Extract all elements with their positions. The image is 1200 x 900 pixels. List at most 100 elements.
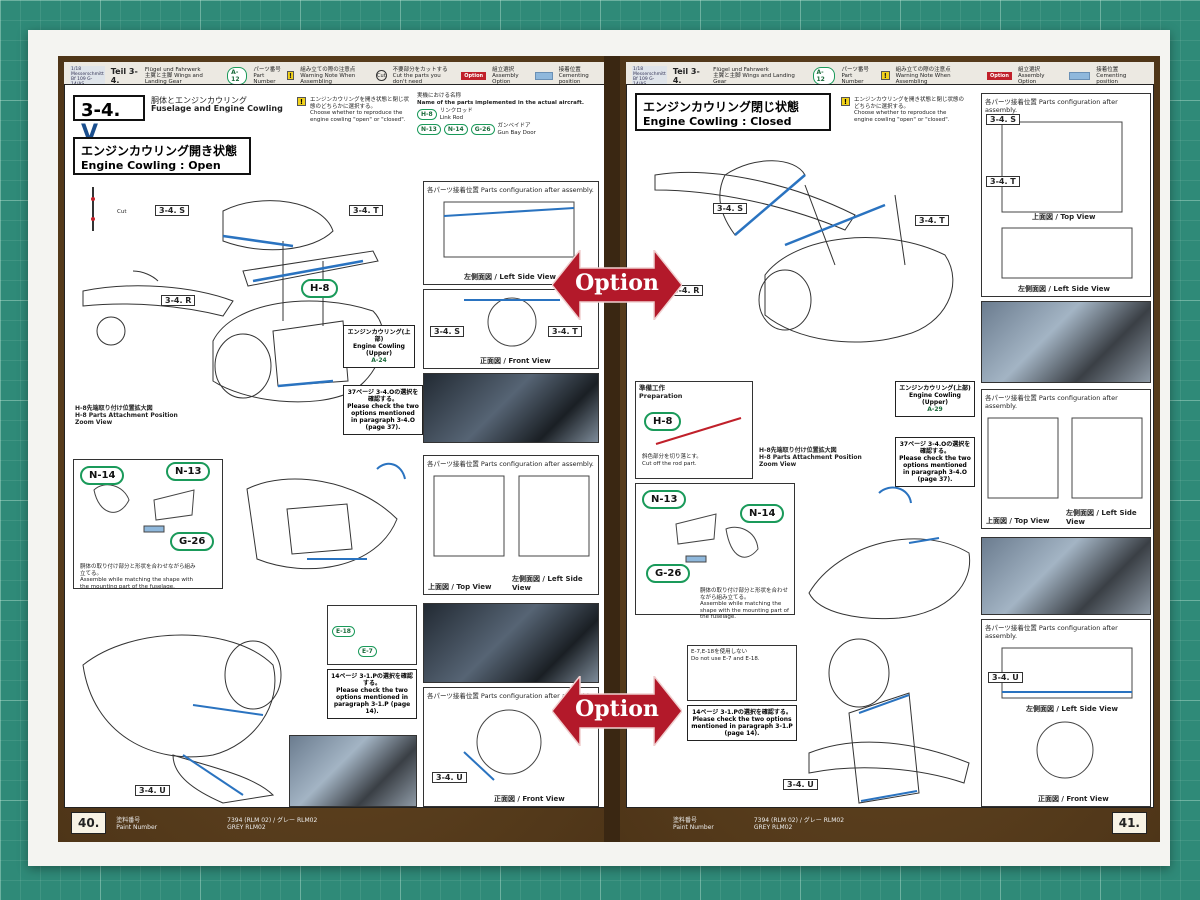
e-note-jp: E-7,E-18を使用しない xyxy=(691,649,748,655)
title-en: Engine Cowling : Open xyxy=(81,159,221,172)
legend-cement-en: Cementing position xyxy=(1096,72,1127,85)
wing-outline xyxy=(808,741,970,784)
title-en: Engine Cowling : Closed xyxy=(643,115,792,128)
legend-option-jp: 組立選択 xyxy=(492,66,515,73)
front-ring xyxy=(487,297,537,347)
fuselage-outline xyxy=(764,237,954,343)
h8-zoom-en: H-8 Parts Attachment Position Zoom View xyxy=(75,412,178,426)
note14-jp: 14ページ 3-1.Pの選択を確認する。 xyxy=(331,673,413,687)
name-h8-jp: リンクロッド xyxy=(439,108,473,114)
config-top-side-panel: 各パーツ接着位置 Parts configuration after assem… xyxy=(423,455,599,595)
note14-jp: 14ページ 3-1.Pの選択を確認する。 xyxy=(692,709,792,716)
part-a29: A-29 xyxy=(927,406,943,413)
part-number-icon: A-12 xyxy=(812,66,836,85)
callout-g26: G-26 xyxy=(170,532,215,551)
lower-cowl-part xyxy=(848,692,920,804)
leader-line xyxy=(804,184,836,266)
choose-en: Choose whether to reproduce the engine c… xyxy=(854,110,950,123)
cement-line xyxy=(277,379,334,388)
option-label-top: Option xyxy=(575,270,659,296)
note14-en: Please check the two options mentioned i… xyxy=(333,687,411,715)
cement-line xyxy=(182,754,244,796)
legend-cement-jp: 接着位置 xyxy=(1096,66,1119,73)
name-h8-code: H-8 xyxy=(417,109,437,120)
top-view-box xyxy=(987,417,1059,499)
cowling-closed-title: エンジンカウリング閉じ状態 Engine Cowling : Closed xyxy=(635,93,831,131)
name-gun-jp: ガンベイドア xyxy=(497,123,531,129)
choose-jp: エンジンカウリングを開き状態と閉じ状態のどちらかに選択する。 xyxy=(310,97,410,110)
front-sketch xyxy=(464,297,560,347)
h8-zoom-jp: H-8先端取り付け位置拡大図 xyxy=(75,405,153,412)
cowling-open-drawing xyxy=(82,187,384,403)
cowling-closed-drawing xyxy=(654,160,954,343)
lower-cowl-part xyxy=(172,754,275,804)
h8-zoom-caption: H-8先端取り付け位置拡大図 H-8 Parts Attachment Posi… xyxy=(759,445,869,468)
legend-warn-jp: 組み立ての際の注意点 xyxy=(895,66,951,73)
teil-label: Teil 3-4. xyxy=(110,66,138,85)
right-page: 1/18 Messerschmitt Bf 109 G-14/AS Teil 3… xyxy=(620,56,1160,842)
option-arrow-bottom: Option xyxy=(551,673,683,749)
choose-note: ! エンジンカウリングを開き状態と閉じ状態のどちらかに選択する。 Choose … xyxy=(841,97,964,123)
cement-icon xyxy=(534,71,553,80)
legend-option-en: Assembly Option xyxy=(492,72,519,85)
label-step-s: 3-4. S xyxy=(713,203,748,214)
paint-jp: 塗料番号 xyxy=(116,817,141,824)
cement-line xyxy=(878,486,912,504)
names-title-en: Name of the parts implemented in the act… xyxy=(417,99,584,106)
right-page-content: エンジンカウリング閉じ状態 Engine Cowling : Closed ! … xyxy=(626,84,1154,834)
caption-left-side: 左側面図 / Left Side View xyxy=(1018,285,1111,293)
cowling-open-title: エンジンカウリング開き状態 Engine Cowling : Open xyxy=(73,137,251,175)
assemble-note: 胴体の取り付け部分と形状を合わせながら組み立てる。 Assemble while… xyxy=(700,588,792,621)
config-title: 各パーツ接着位置 Parts configuration after assem… xyxy=(985,98,1118,114)
leader-line xyxy=(894,194,906,266)
callout-g26: G-26 xyxy=(646,564,691,583)
prep-en: Preparation xyxy=(639,391,683,400)
part-e7: E-7 xyxy=(358,646,377,657)
cement-line xyxy=(252,259,364,283)
label-step-t-front: 3-4. T xyxy=(548,326,582,337)
rod-cut-part xyxy=(655,417,742,445)
name-g26-code: G-26 xyxy=(470,124,495,135)
legend-part-en: Part Number xyxy=(841,72,864,85)
label-step-u-front: 3-4. U xyxy=(432,772,467,783)
page-header: 1/18 Messerschmitt Bf 109 G-14/AS Teil 3… xyxy=(64,62,607,90)
note37-en: Please check the two options mentioned i… xyxy=(899,455,971,483)
legend-cement-jp: 接着位置 xyxy=(558,66,581,73)
paint-grey: GREY RLM02 xyxy=(227,824,266,831)
choose-en: Choose whether to reproduce the engine c… xyxy=(310,110,406,123)
top-view-box xyxy=(433,475,505,557)
gun-bay-parts-panel: N-14 N-13 G-26 胴体の取り付け部分と形状を合わせながら組み立てる。… xyxy=(73,459,223,590)
top-side-sketch xyxy=(987,417,1143,499)
name-gun-en: Gun Bay Door xyxy=(497,129,536,136)
title-jp: エンジンカウリング開き状態 xyxy=(81,144,238,158)
caption-left-side: 左側面図 / Left Side View xyxy=(464,273,557,281)
side-view-box xyxy=(1071,417,1143,499)
legend-warn-jp: 組み立ての際の注意点 xyxy=(300,66,356,73)
caption-left-side-2: 左側面図 / Left Side View xyxy=(1066,509,1137,526)
option-icon: Option xyxy=(987,71,1012,80)
legend-cut-en: Cut the parts you don't need xyxy=(392,72,441,85)
teil-de: Flügel und Fahrwerk xyxy=(144,66,201,73)
front-sketch xyxy=(1036,721,1094,779)
config-title: 各パーツ接着位置 Parts configuration after assem… xyxy=(427,186,594,194)
gun-bay-closed-drawing xyxy=(808,486,971,620)
label-step-r: 3-4. R xyxy=(161,295,196,306)
warning-icon: ! xyxy=(297,97,306,106)
spinner-outline xyxy=(758,269,812,331)
part-n13-shape xyxy=(153,489,195,521)
upper-cowl-note: エンジンカウリング(上部) Engine Cowling (Upper) A-2… xyxy=(895,381,975,417)
gun-bay-drawing xyxy=(246,462,406,570)
legend-option-en: Assembly Option xyxy=(1017,72,1045,85)
choose-note: ! エンジンカウリングを開き状態と閉じ状態のどちらかに選択する。 Choose … xyxy=(297,97,410,123)
cement-icon xyxy=(1068,71,1091,80)
label-step-s-top: 3-4. S xyxy=(986,114,1021,125)
cement-line xyxy=(784,203,886,247)
upper-cowl-note: エンジンカウリング(上部) Engine Cowling (Upper) A-2… xyxy=(343,325,415,368)
part-g26-shape xyxy=(685,555,707,563)
engine-open-drawing xyxy=(82,634,282,804)
h8-rod-sketch xyxy=(655,417,742,445)
top-sketch xyxy=(1001,121,1123,213)
front-sketch-2 xyxy=(463,709,542,781)
